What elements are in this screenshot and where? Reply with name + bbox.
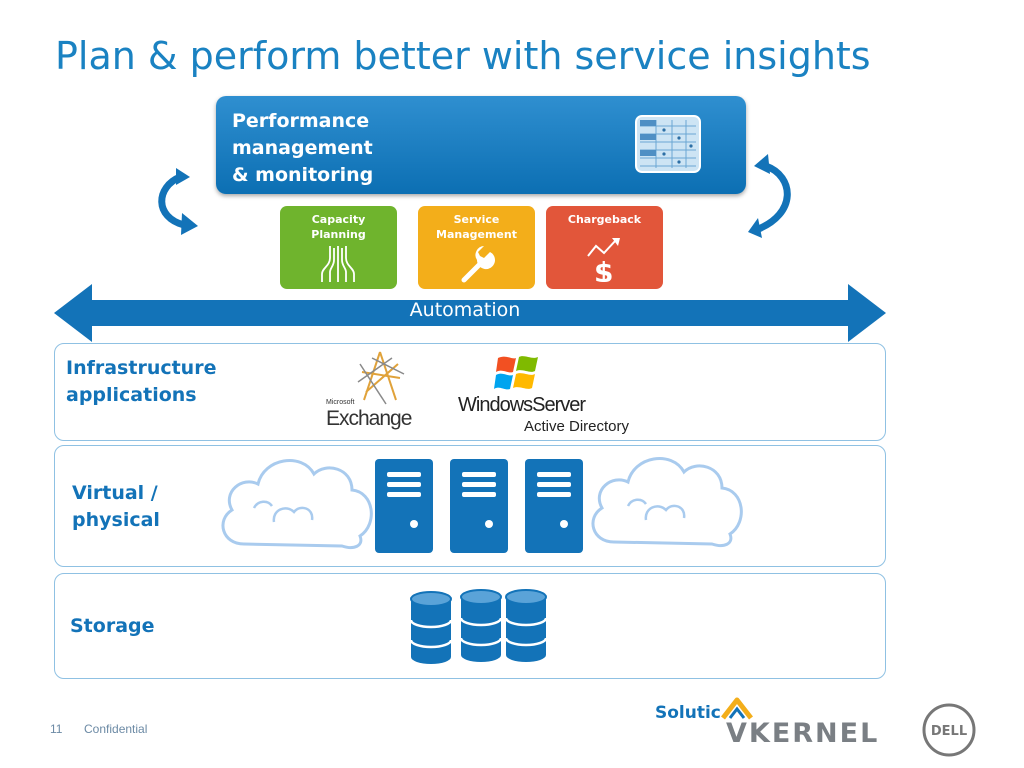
infrastructure-label-line2: applications <box>66 384 197 406</box>
slide-title: Plan & perform better with service insig… <box>55 34 871 78</box>
page-number: 11 <box>50 722 63 736</box>
infrastructure-label: Infrastructure applications <box>66 355 216 409</box>
dell-logo-text: DELL <box>931 724 967 739</box>
dell-logo: DELL <box>922 703 976 757</box>
server-icon-3 <box>525 459 583 553</box>
virtual-label-line1: Virtual / <box>72 482 158 504</box>
automation-label: Automation <box>409 299 521 321</box>
infrastructure-layer <box>54 343 886 441</box>
service-line2: Management <box>436 228 517 241</box>
performance-label: Performance management & monitoring <box>232 108 373 189</box>
confidential-text: Confidential <box>84 722 148 736</box>
dollar-trend-icon: $ <box>587 238 620 282</box>
solution-text: Solutic <box>655 703 721 723</box>
infrastructure-label-line1: Infrastructure <box>66 357 217 379</box>
cloud-left-icon <box>221 459 373 550</box>
exchange-microsoft-text: Microsoft <box>326 399 355 406</box>
windows-flag-icon <box>494 356 538 390</box>
service-management-label: Service Management <box>418 212 535 242</box>
windows-server-text: WindowsServer <box>458 394 586 416</box>
automation-arrow <box>54 284 886 342</box>
storage-cylinder-icon-2 <box>459 589 503 662</box>
capacity-line1: Capacity <box>311 213 366 226</box>
performance-label-line2: management <box>232 137 373 159</box>
server-icon-2 <box>450 459 508 553</box>
vkernel-logo-text: VKERNEL <box>726 718 880 749</box>
service-line1: Service <box>453 213 500 226</box>
exchange-text: Exchange <box>326 407 412 430</box>
capacity-planning-tile: Capacity Planning <box>280 206 397 289</box>
virtual-label-line2: physical <box>72 509 160 531</box>
cycle-arrow-left-icon <box>158 168 198 235</box>
storage-label: Storage <box>70 615 155 637</box>
virtual-label: Virtual / physical <box>72 480 160 534</box>
wrench-icon <box>461 246 495 283</box>
capacity-planning-label: Capacity Planning <box>280 212 397 242</box>
performance-label-line1: Performance <box>232 110 370 132</box>
exchange-logo-icon <box>357 351 405 405</box>
capacity-funnel-icon <box>321 246 355 282</box>
chargeback-line1: Chargeback <box>567 213 642 226</box>
grid-dashboard-icon <box>635 115 701 173</box>
vkernel-chevron-icon <box>721 697 753 720</box>
active-directory-text: Active Directory <box>524 418 630 435</box>
cycle-arrow-right-icon <box>748 154 791 238</box>
chargeback-tile: Chargeback $ <box>546 206 663 289</box>
capacity-line2: Planning <box>311 228 366 241</box>
service-management-tile: Service Management <box>418 206 535 289</box>
cloud-right-icon <box>591 457 743 548</box>
chargeback-label: Chargeback <box>546 212 663 227</box>
storage-cylinder-icon-1 <box>409 591 453 664</box>
server-icon-1 <box>375 459 433 553</box>
performance-label-line3: & monitoring <box>232 164 374 186</box>
svg-text:$: $ <box>594 256 613 282</box>
storage-cylinder-icon-3 <box>504 589 548 662</box>
